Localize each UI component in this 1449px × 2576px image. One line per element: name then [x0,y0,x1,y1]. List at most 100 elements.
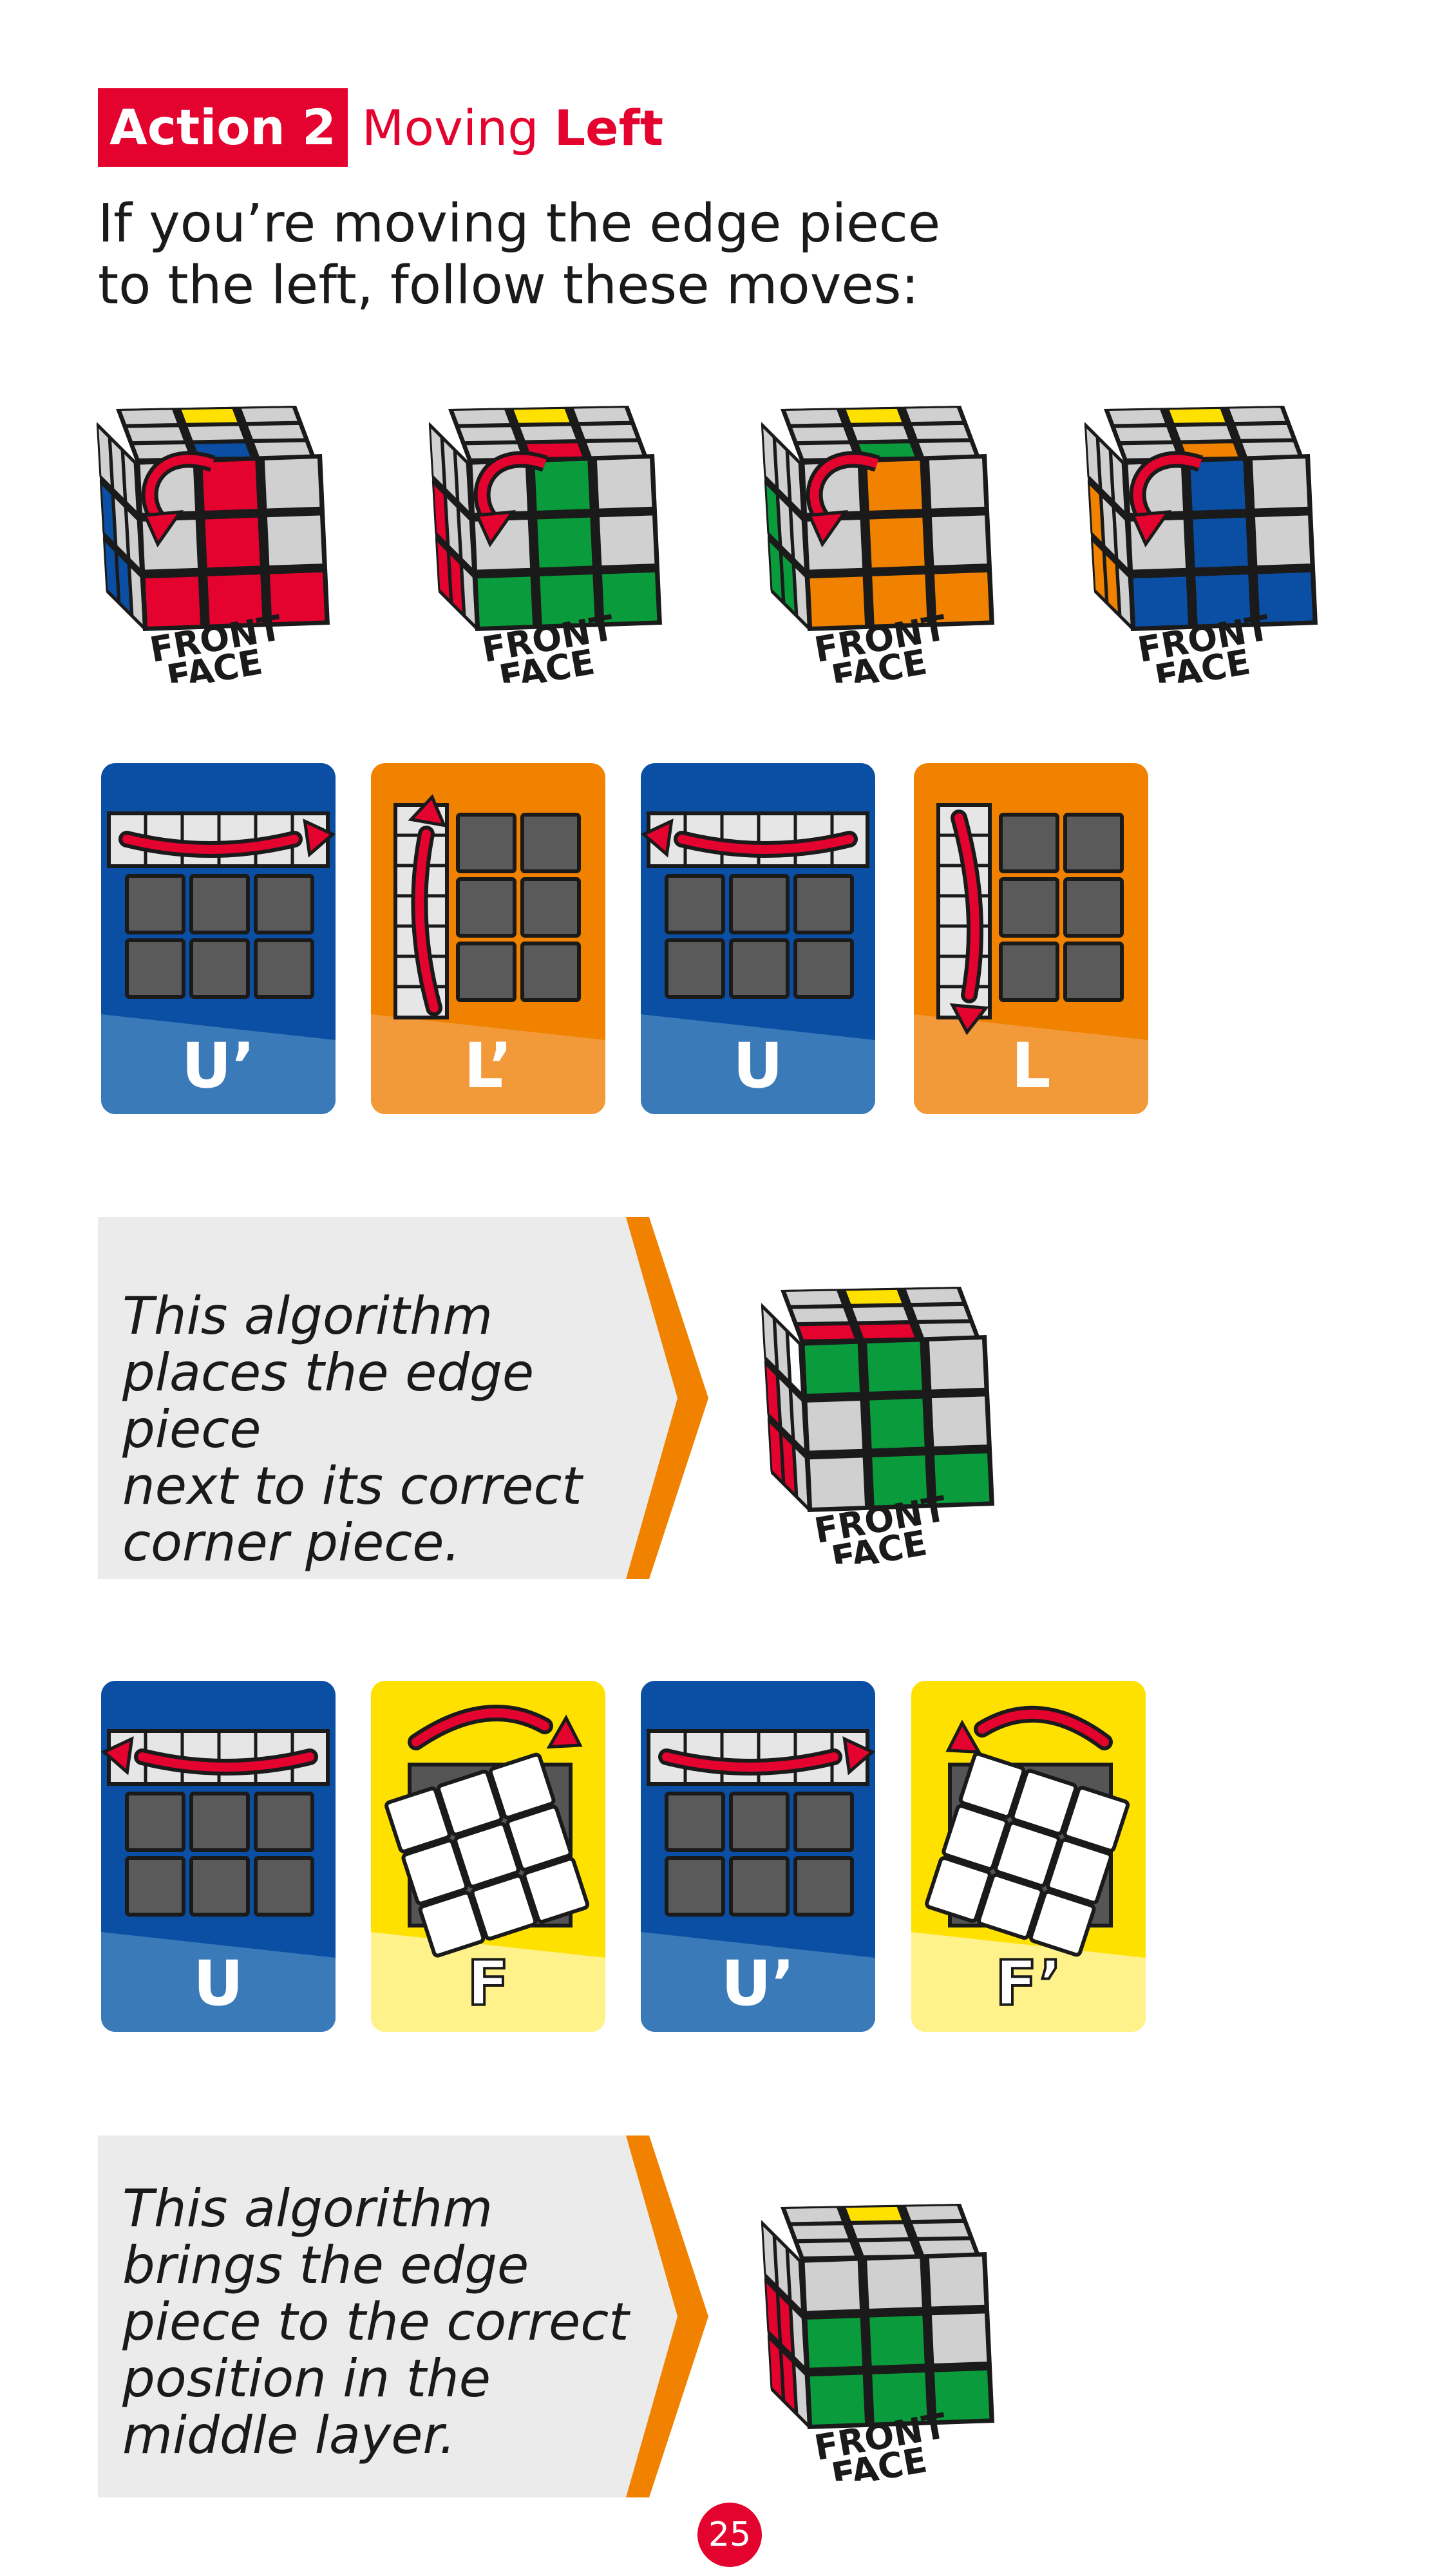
left-sticker [780,2348,797,2415]
top-sticker [185,424,247,442]
grid-square [456,813,516,873]
top-sticker [843,1287,905,1306]
white-sticker [418,1890,486,1958]
move-label: L’ [464,1030,513,1102]
top-sticker [1173,424,1235,442]
top-sticker [790,2223,851,2242]
top-sticker [849,2222,911,2240]
front-sticker [265,513,325,568]
left-sticker [1110,449,1127,516]
grid-square [665,1856,725,1917]
front-sticker [535,515,594,570]
grid-square [125,1792,185,1852]
left-sticker [1087,480,1104,547]
white-sticker [384,1786,451,1853]
grid-square [793,874,854,934]
move-card-art [641,1681,875,2032]
grid-square [793,1856,854,1917]
callout-line: places the edge piece [122,1343,535,1459]
move-card-u-prime: U’ [101,763,336,1114]
top-sticker [577,422,639,441]
left-sticker [96,423,113,490]
title-part2: Left [554,99,664,156]
callout-line: corner piece. [122,1513,460,1573]
grid-square [999,813,1059,873]
white-sticker [1063,1785,1130,1853]
top-sticker [903,1287,965,1305]
top-sticker [783,408,845,426]
left-sticker [777,493,794,560]
explanation-callout-1: This algorithm places the edge piece nex… [98,1217,710,1579]
left-sticker [764,480,781,547]
front-sticker [932,570,992,625]
top-sticker [790,425,851,444]
top-sticker [849,1305,911,1323]
front-sticker [1250,456,1310,511]
move-label: F’ [994,1946,1063,2021]
left-sticker [448,550,465,617]
grid-square [456,942,516,1002]
left-sticker [1103,550,1121,617]
action-tag: Action 2 [98,88,348,167]
move-label: F [466,1946,511,2021]
left-sticker [780,1431,797,1498]
callout-box [98,2136,708,2497]
grid-square [729,1792,790,1852]
grid-square [254,874,314,934]
front-sticker [1255,570,1315,625]
top-sticker [1106,408,1168,426]
front-sticker [870,572,929,627]
move-card-art [911,1681,1146,2032]
move-card-art [101,763,336,1114]
front-sticker [802,2259,862,2313]
top-sticker [903,2204,965,2222]
left-sticker [773,436,791,503]
front-sticker [927,2254,987,2309]
section-title: Moving Left [362,99,663,156]
left-sticker [761,423,778,490]
top-sticker [783,2206,845,2224]
front-sticker [867,1396,927,1451]
callout-line: This algorithm [122,2179,493,2239]
top-sticker [451,408,513,426]
front-sticker [1253,513,1312,568]
grid-square [189,1792,250,1852]
white-sticker [453,1821,520,1889]
move-card-art [371,763,605,1114]
callout-line: brings the edge [122,2235,529,2295]
front-sticker [143,574,203,629]
front-sticker [1193,572,1253,627]
grid-square [665,938,725,999]
left-sticker [767,537,784,604]
top-sticker [1166,406,1228,425]
grid-square [1063,877,1124,938]
top-sticker [909,2221,971,2239]
top-sticker [511,406,573,425]
grid-square [729,938,790,999]
front-sticker [929,513,989,568]
left-sticker [454,449,471,516]
grid-square [665,1792,725,1852]
title-part1: Moving [361,99,539,156]
top-sticker [1233,422,1294,441]
left-sticker [773,1317,791,1384]
left-sticker [786,1330,804,1397]
callout-text: This algorithm brings the edge piece to … [122,2181,650,2464]
top-sticker [849,424,911,442]
move-card-u-prime: U’ [641,1681,875,2032]
left-sticker [786,2247,804,2314]
front-sticker [927,456,987,511]
top-sticker [571,406,632,424]
front-sticker [867,515,927,570]
explanation-callout-2: This algorithm brings the edge piece to … [98,2136,710,2497]
front-sticker [805,1398,865,1453]
top-sticker [843,406,905,425]
